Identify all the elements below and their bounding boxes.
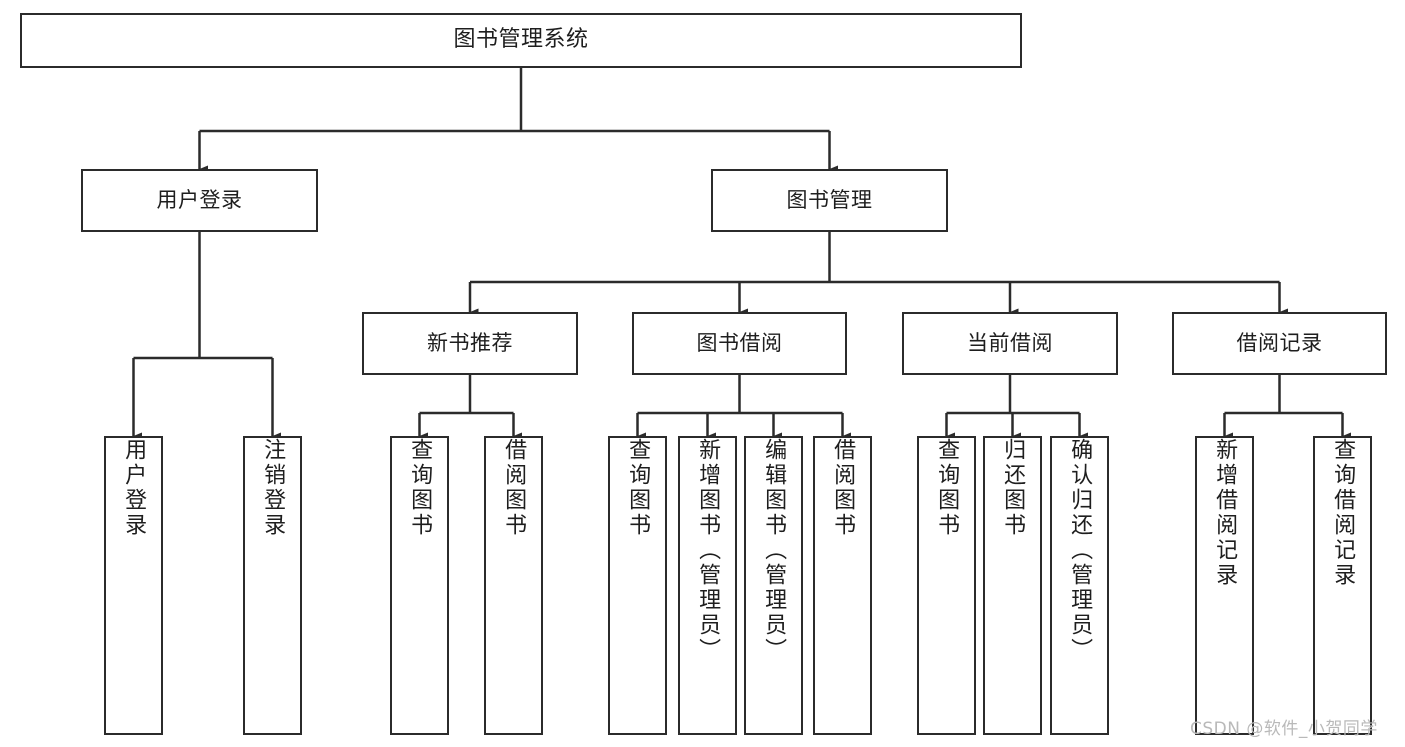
node-leaf-cb-return-book-label: 归还图书 (1000, 438, 1026, 538)
node-user-login[interactable]: 用户登录 (81, 169, 318, 232)
node-leaf-rec-borrow-book[interactable]: 借阅图书 (484, 436, 543, 735)
node-leaf-cb-confirm-return[interactable]: 确认归还（管理员） (1050, 436, 1109, 735)
node-root-label: 图书管理系统 (453, 27, 589, 53)
node-leaf-rec-query-book-label: 查询图书 (407, 438, 433, 538)
node-leaf-bb-add-book-label: 新增图书（管理员） (695, 438, 721, 663)
node-leaf-bb-edit-book[interactable]: 编辑图书（管理员） (744, 436, 803, 735)
node-leaf-br-query-record[interactable]: 查询借阅记录 (1313, 436, 1372, 735)
node-leaf-rec-query-book[interactable]: 查询图书 (390, 436, 449, 735)
node-borrow-record-label: 借阅记录 (1236, 330, 1323, 355)
node-current-borrow-label: 当前借阅 (967, 330, 1053, 355)
node-leaf-bb-borrow-book-label: 借阅图书 (830, 438, 856, 538)
node-leaf-bb-borrow-book[interactable]: 借阅图书 (813, 436, 872, 735)
node-root[interactable]: 图书管理系统 (20, 13, 1022, 68)
node-leaf-user-logout[interactable]: 注销登录 (243, 436, 302, 735)
node-leaf-br-add-record[interactable]: 新增借阅记录 (1195, 436, 1254, 735)
node-leaf-bb-edit-book-label: 编辑图书（管理员） (761, 438, 787, 663)
node-book-borrow[interactable]: 图书借阅 (632, 312, 847, 375)
node-borrow-record[interactable]: 借阅记录 (1172, 312, 1387, 375)
node-user-login-label: 用户登录 (156, 187, 243, 212)
node-new-book-recommend[interactable]: 新书推荐 (362, 312, 578, 375)
node-leaf-bb-add-book[interactable]: 新增图书（管理员） (678, 436, 737, 735)
node-leaf-user-login-label: 用户登录 (121, 438, 147, 538)
node-book-manage[interactable]: 图书管理 (711, 169, 948, 232)
csdn-watermark: CSDN @软件_小贺同学 (1190, 719, 1378, 739)
node-new-book-recommend-label: 新书推荐 (427, 330, 513, 355)
node-current-borrow[interactable]: 当前借阅 (902, 312, 1118, 375)
node-leaf-user-logout-label: 注销登录 (260, 438, 286, 538)
node-leaf-bb-query-book[interactable]: 查询图书 (608, 436, 667, 735)
node-leaf-br-query-record-label: 查询借阅记录 (1330, 438, 1356, 588)
node-leaf-cb-query-book-label: 查询图书 (934, 438, 960, 538)
node-leaf-br-add-record-label: 新增借阅记录 (1212, 438, 1238, 588)
node-leaf-bb-query-book-label: 查询图书 (625, 438, 651, 538)
node-leaf-cb-return-book[interactable]: 归还图书 (983, 436, 1042, 735)
node-book-manage-label: 图书管理 (786, 187, 873, 212)
node-leaf-cb-query-book[interactable]: 查询图书 (917, 436, 976, 735)
node-leaf-user-login[interactable]: 用户登录 (104, 436, 163, 735)
node-book-borrow-label: 图书借阅 (696, 330, 783, 355)
node-leaf-cb-confirm-return-label: 确认归还（管理员） (1067, 438, 1093, 663)
node-leaf-rec-borrow-book-label: 借阅图书 (501, 438, 527, 538)
